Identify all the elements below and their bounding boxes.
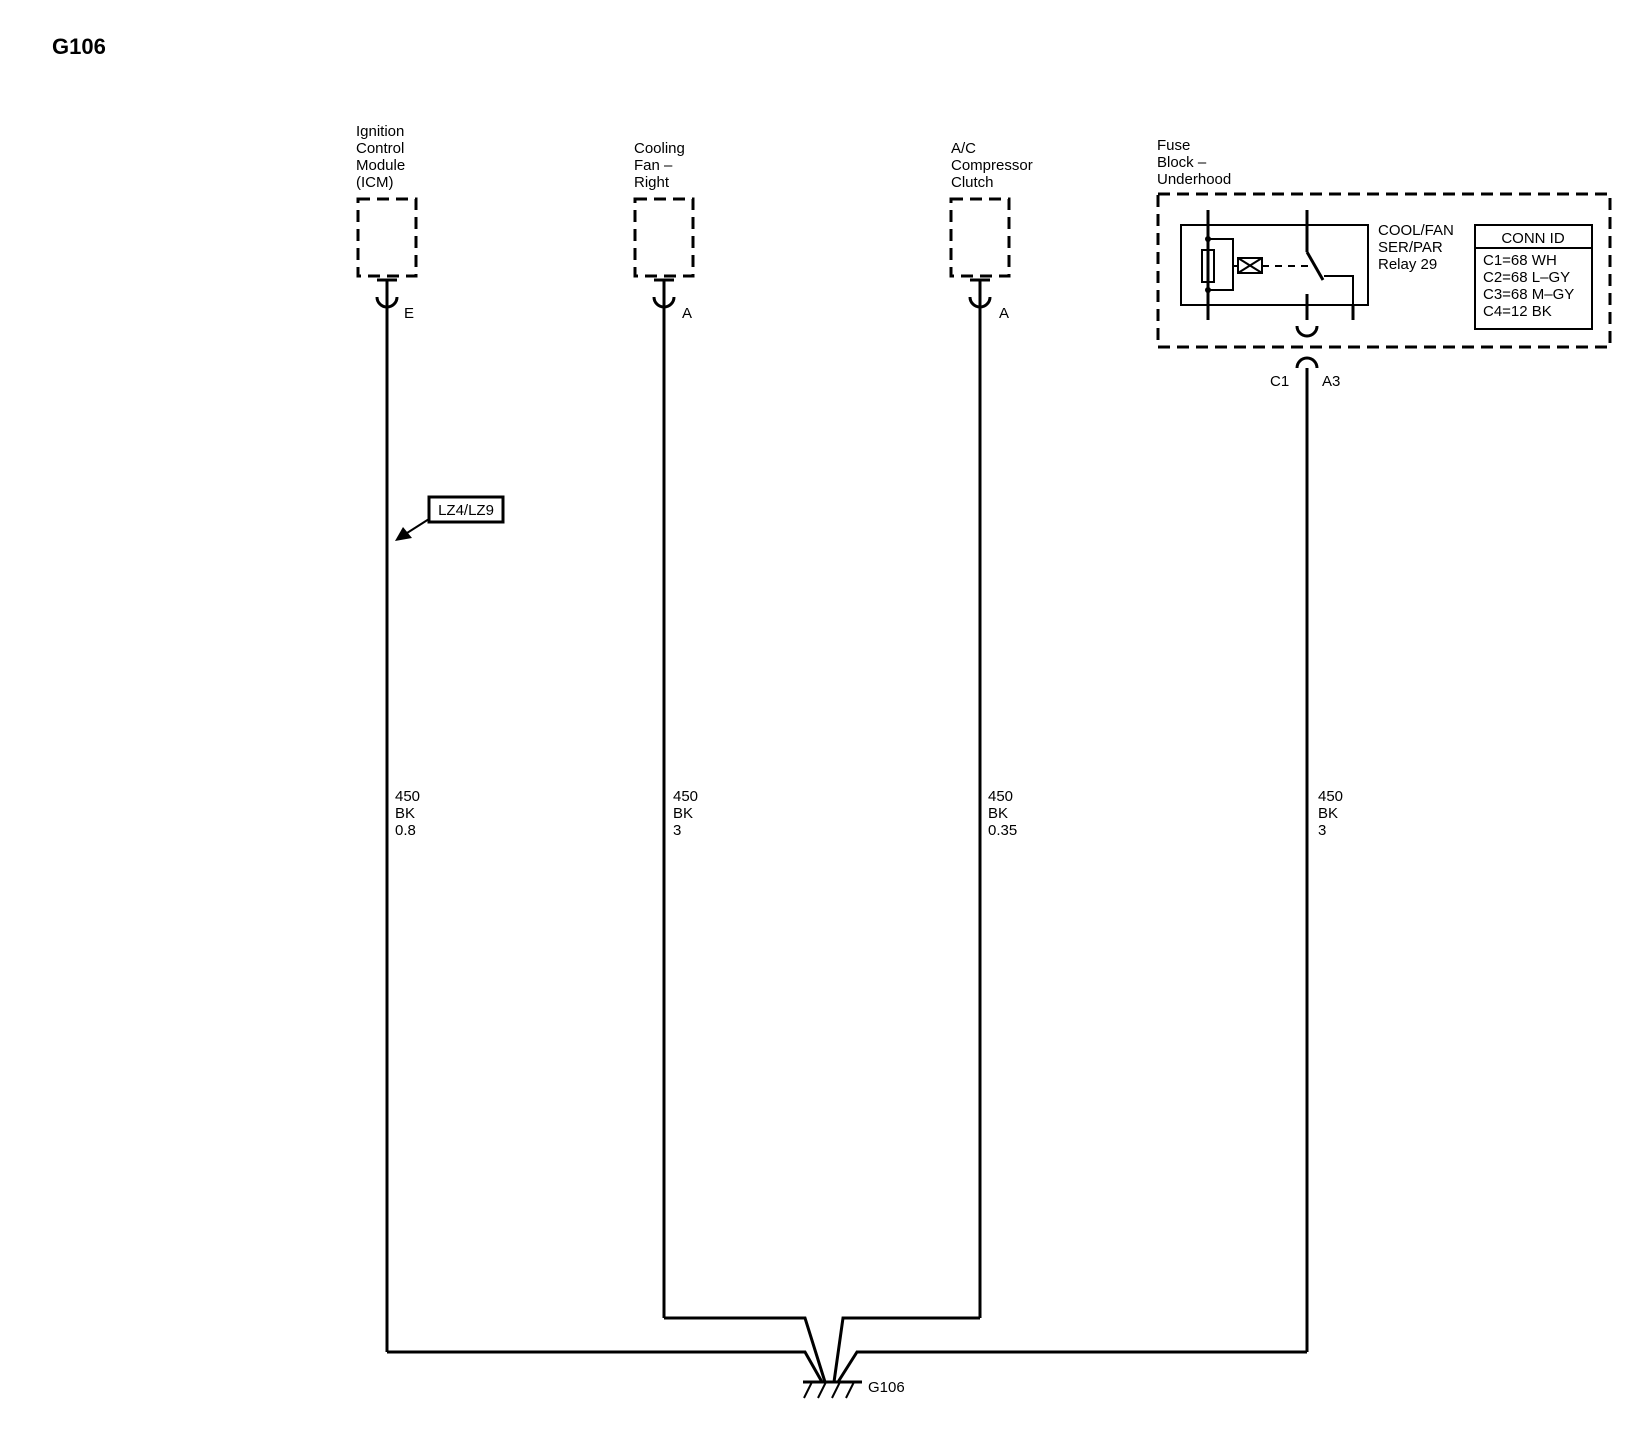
relay-label-line: SER/PAR [1378, 239, 1443, 256]
conn-id-header: CONN ID [1501, 230, 1565, 247]
wire-circuit: 450 [395, 788, 420, 805]
page-title: G106 [52, 34, 106, 59]
pin-label: A [682, 305, 692, 322]
conn-id-table: CONN ID C1=68 WH C2=68 L–GY C3=68 M–GY C… [1474, 224, 1593, 330]
component-label-line: Underhood [1157, 171, 1231, 188]
connector-symbol [1295, 325, 1319, 369]
conn-id-row: C1=68 WH [1483, 252, 1557, 269]
relay-symbol [1180, 210, 1369, 320]
relay-label-line: COOL/FAN [1378, 222, 1454, 239]
pin-label: E [404, 305, 414, 322]
component-label-line: Right [634, 174, 670, 191]
component-outline [356, 197, 418, 278]
component-label-line: Ignition [356, 123, 404, 140]
wire-circuit: 450 [1318, 788, 1343, 805]
component-label-line: Cooling [634, 140, 685, 157]
component-label-line: Fuse [1157, 137, 1190, 154]
component-ac-compressor-clutch: A/C Compressor Clutch A [949, 140, 1033, 322]
bus-inner-left [664, 1316, 827, 1383]
component-outline [949, 197, 1011, 278]
wire-size: 3 [673, 822, 681, 839]
wire-circuit: 450 [673, 788, 698, 805]
relay-body [1180, 224, 1369, 306]
bus-right [836, 1350, 1307, 1383]
wire-label-4: 450 BK 3 [1318, 788, 1343, 839]
ground-label: G106 [868, 1379, 905, 1396]
wire-circuit: 450 [988, 788, 1013, 805]
conn-id-row: C2=68 L–GY [1483, 269, 1570, 286]
wire-color: BK [395, 805, 415, 822]
wire-size: 0.8 [395, 822, 416, 839]
pin-label: A3 [1322, 373, 1340, 390]
component-label-line: Fan – [634, 157, 673, 174]
wire-label-2: 450 BK 3 [673, 788, 698, 839]
coil-resistor [1201, 249, 1215, 283]
wire-label-3: 450 BK 0.35 [988, 788, 1017, 839]
wire-size: 3 [1318, 822, 1326, 839]
component-label-line: (ICM) [356, 174, 394, 191]
conn-id-row: C4=12 BK [1483, 303, 1552, 320]
ground-symbol [803, 1380, 862, 1399]
pin-label: A [999, 305, 1009, 322]
wire-color: BK [1318, 805, 1338, 822]
bus-left [387, 1350, 824, 1383]
component-fuse-block-underhood: Fuse Block – Underhood [1156, 137, 1612, 390]
relay-label-line: Relay 29 [1378, 256, 1437, 273]
wire-size: 0.35 [988, 822, 1017, 839]
option-tag: LZ4/LZ9 [395, 495, 505, 541]
component-label-line: A/C [951, 140, 976, 157]
option-tag-arrowhead [395, 527, 412, 541]
component-label-line: Control [356, 140, 404, 157]
wire-color: BK [673, 805, 693, 822]
option-tag-arrow-line [406, 518, 430, 534]
bus-inner-right [832, 1316, 980, 1383]
component-outline [633, 197, 695, 278]
conn-id-row: C3=68 M–GY [1483, 286, 1574, 303]
wire-color: BK [988, 805, 1008, 822]
component-label-line: Compressor [951, 157, 1033, 174]
component-cooling-fan-right: Cooling Fan – Right A [633, 140, 695, 322]
component-label-line: Block – [1157, 154, 1207, 171]
component-ignition-control-module: Ignition Control Module (ICM) E [356, 123, 418, 322]
wire-label-1: 450 BK 0.8 [395, 788, 420, 839]
connector-label: C1 [1270, 373, 1289, 390]
wire-harness [385, 298, 1309, 1383]
option-tag-label: LZ4/LZ9 [438, 502, 494, 519]
component-label-line: Module [356, 157, 405, 174]
component-label-line: Clutch [951, 174, 994, 191]
